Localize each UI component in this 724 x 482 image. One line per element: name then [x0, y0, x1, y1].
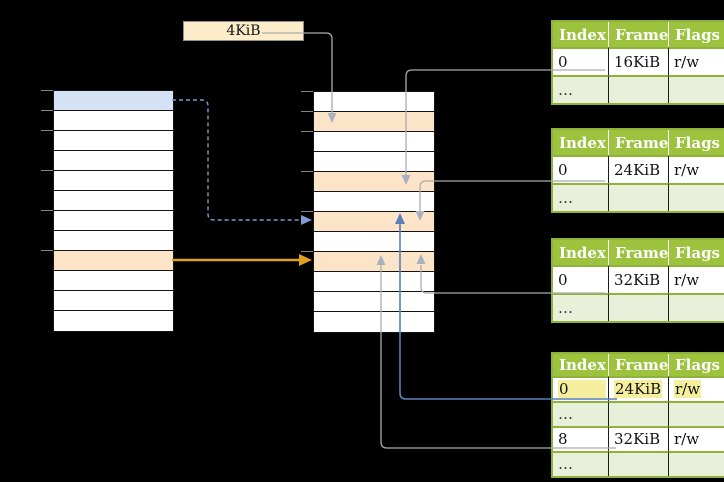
table-cell — [609, 293, 669, 321]
column-header: Flags — [669, 240, 724, 265]
memory-row — [314, 292, 434, 312]
table-cell — [609, 75, 669, 103]
memory-row — [54, 311, 173, 331]
table-cell: r/w — [669, 376, 724, 401]
memory-row — [314, 272, 434, 292]
table-cell: r/w — [669, 426, 724, 451]
address-tick — [41, 170, 53, 171]
address-tick — [301, 91, 313, 92]
table-cell: r/w — [669, 265, 724, 293]
column-header: Index — [553, 22, 609, 47]
column-header: Frame — [609, 22, 669, 47]
memory-row — [314, 252, 434, 272]
memory-row — [54, 131, 173, 151]
address-tick — [41, 130, 53, 131]
table-cell: 0 — [553, 376, 609, 401]
memory-row — [314, 112, 434, 132]
column-header: Index — [553, 240, 609, 265]
memory-row — [314, 152, 434, 172]
address-tick — [301, 131, 313, 132]
table-cell: 32KiB — [609, 265, 669, 293]
table-cell: 16KiB — [609, 47, 669, 75]
column-header: Flags — [669, 130, 724, 155]
memory-row — [54, 291, 173, 311]
table-cell — [609, 401, 669, 426]
table-cell — [669, 293, 724, 321]
column-header: Index — [553, 130, 609, 155]
address-tick — [41, 110, 53, 111]
table-cell: 24KiB — [609, 376, 669, 401]
column-header: Frame — [609, 354, 669, 376]
table-cell: … — [553, 75, 609, 103]
table-cell: 0 — [553, 47, 609, 75]
memory-row — [54, 111, 173, 131]
left-memory-table — [53, 90, 174, 332]
memory-row — [54, 211, 173, 231]
table-cell: … — [553, 401, 609, 426]
table-cell — [669, 183, 724, 211]
address-tick — [301, 171, 313, 172]
address-tick — [41, 250, 53, 251]
table-cell: … — [553, 183, 609, 211]
address-tick — [301, 111, 313, 112]
table-cell: r/w — [669, 47, 724, 75]
memory-row — [314, 312, 434, 332]
memory-row — [54, 251, 173, 271]
table-cell: 0 — [553, 265, 609, 293]
table-cell — [669, 401, 724, 426]
memory-row — [54, 191, 173, 211]
page-size-label-text: 4KiB — [226, 23, 261, 39]
memory-row — [54, 91, 173, 111]
column-header: Flags — [669, 22, 724, 47]
memory-row — [54, 231, 173, 251]
table-cell: … — [553, 293, 609, 321]
memory-row — [314, 172, 434, 192]
memory-row — [54, 271, 173, 291]
address-tick — [301, 251, 313, 252]
column-header: Flags — [669, 354, 724, 376]
middle-memory-table — [313, 91, 435, 333]
table-cell: r/w — [669, 155, 724, 183]
address-tick — [41, 90, 53, 91]
address-tick — [301, 211, 313, 212]
arrow-mapping-gold — [172, 254, 312, 266]
arrow-translation-dashed — [172, 99, 312, 225]
table-cell: 32KiB — [609, 426, 669, 451]
memory-row — [314, 132, 434, 152]
column-header: Index — [553, 354, 609, 376]
column-header: Frame — [609, 240, 669, 265]
address-tick — [41, 210, 53, 211]
page-size-label: 4KiB — [183, 21, 304, 41]
memory-row — [314, 192, 434, 212]
table-cell — [609, 183, 669, 211]
table-cell — [669, 75, 724, 103]
memory-row — [314, 232, 434, 252]
table-cell: 0 — [553, 155, 609, 183]
table-cell: … — [553, 451, 609, 476]
memory-row — [54, 151, 173, 171]
table-cell: 8 — [553, 426, 609, 451]
table-cell — [609, 451, 669, 476]
column-header: Frame — [609, 130, 669, 155]
table-cell: 24KiB — [609, 155, 669, 183]
memory-row — [314, 92, 434, 112]
memory-row — [314, 212, 434, 232]
memory-row — [54, 171, 173, 191]
table-cell — [669, 451, 724, 476]
